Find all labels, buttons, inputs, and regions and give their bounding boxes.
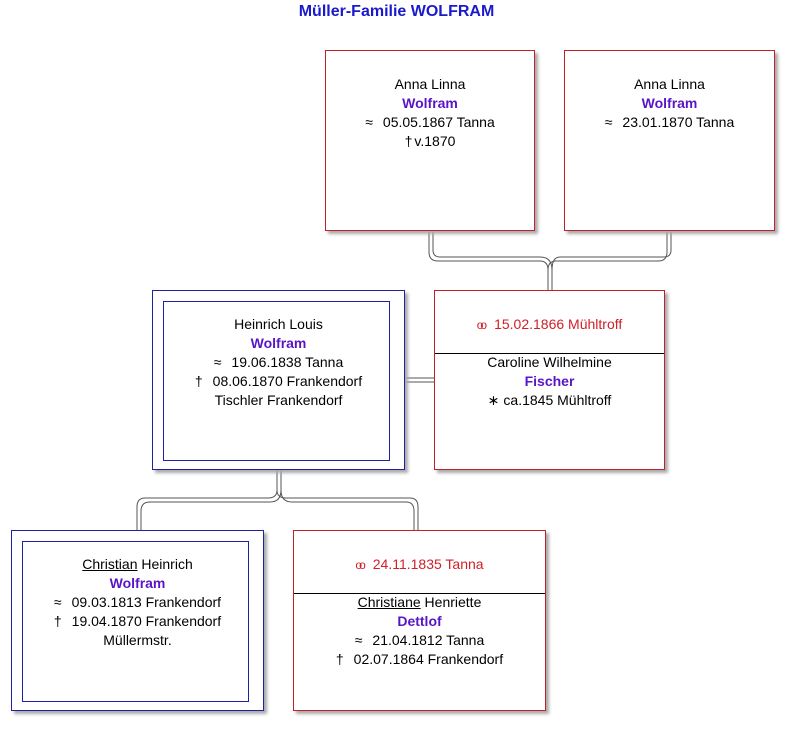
birth-date: 23.01.1870 Tanna bbox=[622, 114, 735, 130]
death-date: 19.04.1870 Frankendorf bbox=[71, 613, 222, 629]
birth-date: 09.03.1813 Frankendorf bbox=[71, 594, 222, 610]
marriage-line: oo 24.11.1835 Tanna bbox=[294, 555, 545, 575]
given-name: Christian Heinrich bbox=[82, 556, 193, 572]
occupation: Müllermstr. bbox=[103, 632, 172, 648]
given-name: Anna Linna bbox=[634, 76, 705, 92]
birth-date: ca.1845 Mühltroff bbox=[503, 392, 612, 408]
parent-card-2[interactable]: Anna Linna Wolfram ≈23.01.1870 Tanna bbox=[564, 50, 775, 231]
baptism-icon: ≈ bbox=[354, 632, 363, 648]
chart-title: Müller-Familie WOLFRAM bbox=[298, 3, 495, 20]
birth-line: ≈05.05.1867 Tanna bbox=[326, 113, 534, 132]
given-name: Caroline Wilhelmine bbox=[487, 354, 612, 370]
inner-frame bbox=[22, 541, 249, 702]
baptism-icon: ≈ bbox=[53, 594, 62, 610]
death-line: † 19.04.1870 Frankendorf bbox=[12, 612, 263, 631]
marriage-date: 15.02.1866 Mühltroff bbox=[494, 316, 623, 332]
divider bbox=[294, 593, 545, 594]
given-name: Anna Linna bbox=[394, 76, 466, 92]
marriage-rings-icon: oo bbox=[476, 318, 488, 332]
dagger-icon: † bbox=[404, 133, 413, 149]
parent-card-1[interactable]: Anna Linna Wolfram ≈05.05.1867 Tanna †v.… bbox=[325, 50, 535, 231]
given-name: Heinrich Louis bbox=[234, 316, 323, 332]
birth-line: ≈09.03.1813 Frankendorf bbox=[12, 593, 263, 612]
dagger-icon: † bbox=[194, 373, 203, 389]
marriage-line: oo 15.02.1866 Mühltroff bbox=[435, 315, 664, 335]
surname: Fischer bbox=[524, 373, 575, 389]
marriage-rings-icon: oo bbox=[355, 558, 366, 572]
baptism-icon: ≈ bbox=[213, 354, 222, 370]
birth-date: 05.05.1867 Tanna bbox=[382, 114, 495, 130]
surname: Dettlof bbox=[397, 613, 442, 629]
death-line: † 02.07.1864 Frankendorf bbox=[294, 650, 545, 669]
occupation: Tischler Frankendorf bbox=[214, 392, 343, 408]
surname: Wolfram bbox=[402, 95, 458, 111]
dagger-icon: † bbox=[335, 651, 344, 667]
birth-line: ≈21.04.1812 Tanna bbox=[294, 631, 545, 650]
dagger-icon: † bbox=[53, 613, 62, 629]
surname: Wolfram bbox=[109, 575, 166, 591]
death-line: † 08.06.1870 Frankendorf bbox=[153, 372, 404, 391]
call-name: Christiane bbox=[357, 594, 421, 610]
marriage-date: 24.11.1835 Tanna bbox=[372, 556, 484, 572]
call-name: Christian bbox=[82, 556, 138, 572]
birth-date: 21.04.1812 Tanna bbox=[372, 632, 485, 648]
divider bbox=[435, 353, 664, 354]
baptism-icon: ≈ bbox=[365, 114, 373, 130]
person-card-heinrich[interactable]: Heinrich Louis Wolfram ≈19.06.1838 Tanna… bbox=[152, 290, 405, 470]
death-date: 08.06.1870 Frankendorf bbox=[212, 373, 363, 389]
death-date: 02.07.1864 Frankendorf bbox=[353, 651, 504, 667]
birth-star-icon: ∗ bbox=[487, 392, 500, 408]
inner-frame bbox=[163, 301, 390, 461]
spouse-card-caroline[interactable]: oo 15.02.1866 Mühltroff Caroline Wilhelmi… bbox=[434, 290, 665, 470]
birth-line: ≈19.06.1838 Tanna bbox=[153, 353, 404, 372]
death-date: v.1870 bbox=[414, 133, 456, 149]
death-line: †v.1870 bbox=[326, 132, 534, 151]
baptism-icon: ≈ bbox=[604, 114, 613, 130]
birth-line: ≈23.01.1870 Tanna bbox=[565, 113, 774, 132]
given-name: Christiane Henriette bbox=[357, 594, 482, 610]
surname: Wolfram bbox=[641, 95, 698, 111]
birth-date: 19.06.1838 Tanna bbox=[231, 354, 344, 370]
person-card-christian[interactable]: Christian Heinrich Wolfram ≈09.03.1813 F… bbox=[11, 530, 264, 711]
surname: Wolfram bbox=[250, 335, 307, 351]
birth-line: ∗ca.1845 Mühltroff bbox=[435, 391, 664, 410]
